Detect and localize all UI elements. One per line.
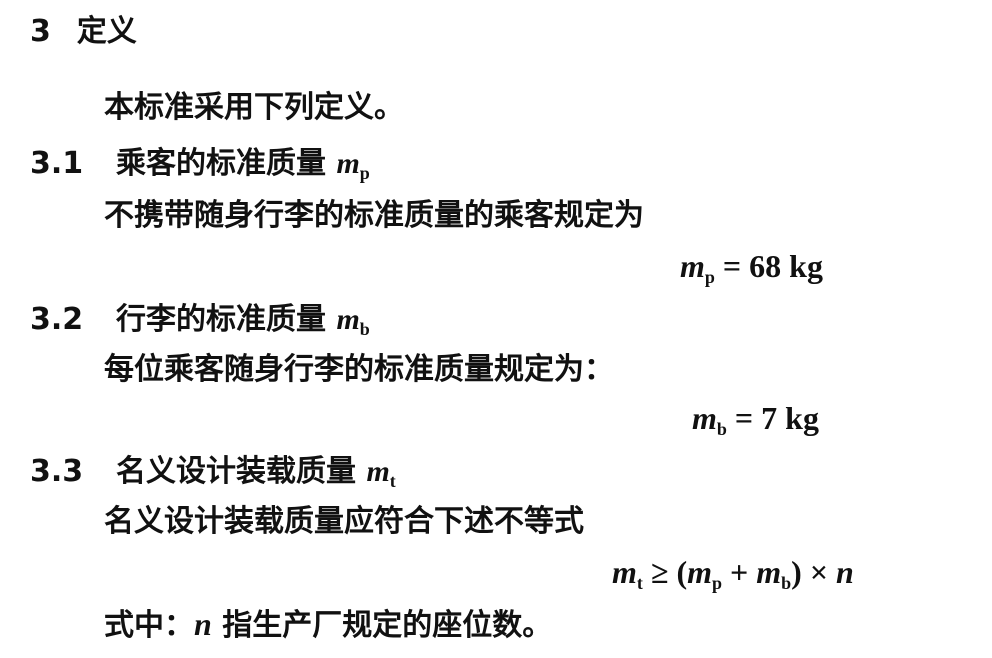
item-number: 3.1 [30,146,84,181]
item-description: 不携带随身行李的标准质量的乘客规定为 [104,198,644,233]
section-number: 3 [30,14,51,49]
item-term: 名义设计装载质量 [116,454,356,489]
item-description: 每位乘客随身行李的标准质量规定为： [104,352,614,387]
formula-mp: mp = 68 kg [680,248,823,287]
item-heading: 3.3 名义设计装载质量 mt [30,454,396,499]
item-symbol: mb [336,303,370,339]
item-number: 3.2 [30,302,84,337]
item-symbol: mt [366,455,396,491]
formula-note: 式中：n 指生产厂规定的座位数。 [104,606,552,644]
item-symbol: mp [336,147,370,183]
formula-mb: mb = 7 kg [692,400,819,439]
item-heading: 3.2 行李的标准质量 mb [30,302,370,347]
section-heading: 3 定义 [30,14,137,50]
note-text: 指生产厂规定的座位数。 [222,608,553,643]
item-description: 名义设计装载质量应符合下述不等式 [104,504,584,539]
formula-mt-inequality: mt ≥ (mp + mb) × n [612,554,854,593]
item-heading: 3.1 乘客的标准质量 mp [30,146,370,191]
item-term: 乘客的标准质量 [116,146,326,181]
item-term: 行李的标准质量 [116,302,326,337]
note-prefix: 式中： [104,608,194,643]
item-number: 3.3 [30,454,84,489]
note-variable: n [194,606,212,642]
section-title: 定义 [76,14,137,49]
intro-text: 本标准采用下列定义。 [104,90,404,125]
